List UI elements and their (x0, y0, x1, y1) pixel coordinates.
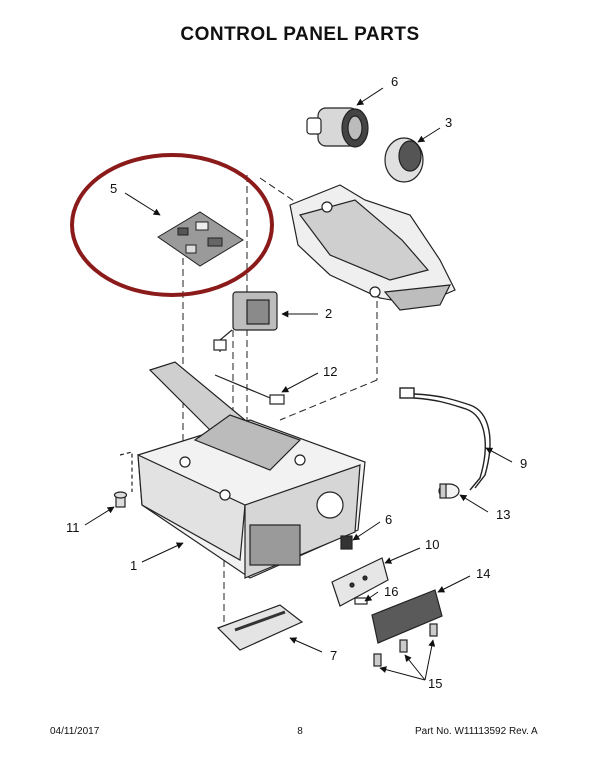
highlight-circle (70, 153, 274, 297)
part-3-cap (384, 137, 424, 183)
upper-housing (289, 184, 456, 311)
footer-page-number: 8 (297, 726, 303, 737)
callout-7: 7 (330, 648, 337, 663)
callout-6: 6 (385, 512, 392, 527)
callout-15: 15 (428, 676, 442, 691)
part-5-control-board (157, 211, 244, 267)
part-13-bulb (438, 483, 460, 499)
callout-16: 16 (384, 584, 398, 599)
callout-10: 10 (425, 537, 439, 552)
part-1-lower-housing (137, 361, 366, 579)
part-14-panel (371, 589, 443, 644)
part-7-bracket (216, 604, 304, 651)
part-10-sensor-board (331, 557, 389, 607)
callout-12: 12 (323, 364, 337, 379)
part-15-screws (373, 623, 438, 667)
callout-3: 3 (445, 115, 452, 130)
callout-13: 13 (496, 507, 510, 522)
footer-date: 04/11/2017 (50, 726, 100, 737)
part-2-transformer (213, 291, 278, 352)
part-4-motor-assembly (306, 107, 369, 148)
leader-arrows (84, 87, 513, 681)
callout-2: 2 (325, 306, 332, 321)
callout-1: 1 (130, 558, 137, 573)
part-6-switch (340, 535, 353, 550)
callout-4: 6 (391, 74, 398, 89)
part-12-sensor (214, 374, 285, 405)
callout-11: 11 (66, 520, 80, 535)
page-title: CONTROL PANEL PARTS (180, 24, 420, 45)
part-9-wire-harness (399, 387, 491, 491)
footer-part-number: Part No. W11113592 Rev. A (415, 726, 538, 737)
part-11-screw (113, 451, 133, 508)
callout-5: 5 (110, 181, 117, 196)
callout-9: 9 (520, 456, 527, 471)
callout-14: 14 (476, 566, 490, 581)
